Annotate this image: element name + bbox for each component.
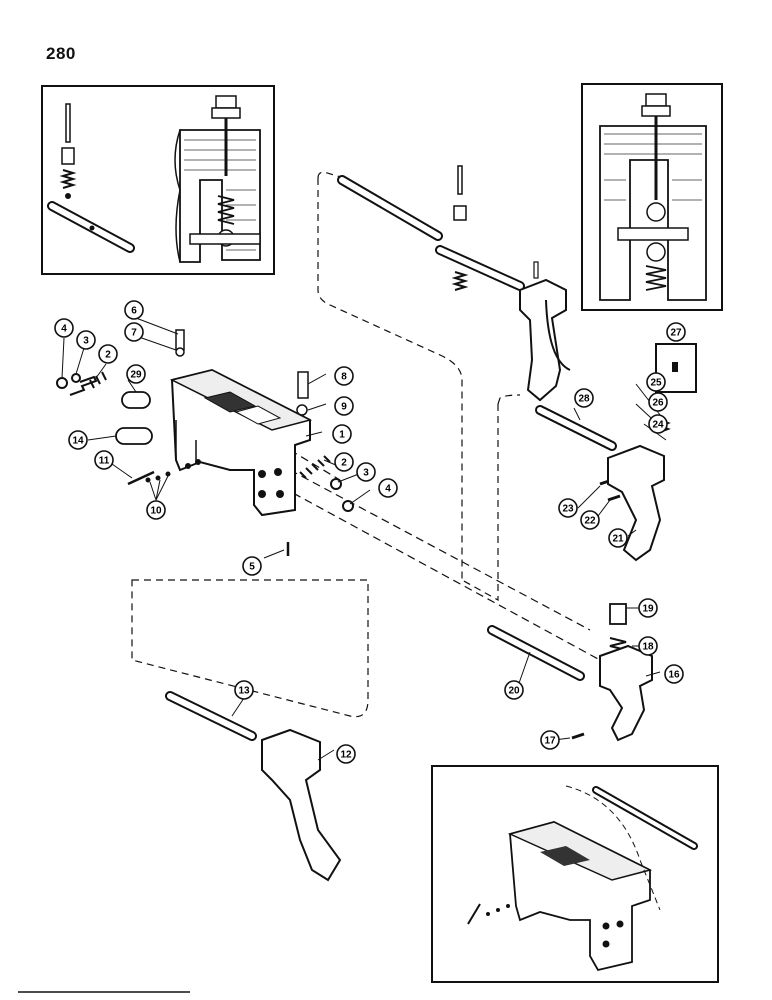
callout-c9: 9 xyxy=(334,396,354,416)
shifter-housing xyxy=(169,368,313,517)
callout-number: 3 xyxy=(83,336,89,347)
callout-c27: 27 xyxy=(666,322,686,342)
shift-forks xyxy=(261,278,665,882)
callout-c11: 11 xyxy=(94,450,114,470)
callout-number: 4 xyxy=(61,324,67,335)
callout-c14: 14 xyxy=(68,430,88,450)
inset-detent-section-left xyxy=(41,85,275,275)
callout-c22: 22 xyxy=(580,510,600,530)
callout-c1: 1 xyxy=(332,424,352,444)
callout-number: 25 xyxy=(650,378,662,389)
callout-c2a: 2 xyxy=(98,344,118,364)
callout-number: 17 xyxy=(544,736,556,747)
callout-number: 14 xyxy=(72,436,84,447)
callout-c19: 19 xyxy=(638,598,658,618)
callout-number: 28 xyxy=(578,394,590,405)
shift-rails xyxy=(165,175,617,741)
callout-c18: 18 xyxy=(638,636,658,656)
inset-assembled-view xyxy=(431,765,719,983)
callout-c4a: 4 xyxy=(54,318,74,338)
callout-c20: 20 xyxy=(504,680,524,700)
callout-number: 9 xyxy=(341,402,347,413)
leader-lines xyxy=(61,317,667,761)
callout-number: 16 xyxy=(668,670,680,681)
callout-number: 18 xyxy=(642,642,654,653)
callout-number: 1 xyxy=(339,430,345,441)
callout-number: 29 xyxy=(130,370,142,381)
callout-c29: 29 xyxy=(126,364,146,384)
callout-number: 3 xyxy=(363,468,369,479)
callout-c13: 13 xyxy=(234,680,254,700)
callout-number: 20 xyxy=(508,686,520,697)
callout-number: 13 xyxy=(238,686,250,697)
callout-number: 8 xyxy=(341,372,347,383)
callout-c4b: 4 xyxy=(378,478,398,498)
callout-c23: 23 xyxy=(558,498,578,518)
callout-number: 23 xyxy=(562,504,574,515)
callout-number: 21 xyxy=(612,534,624,545)
callout-number: 19 xyxy=(642,604,654,615)
callout-c24: 24 xyxy=(648,414,668,434)
callout-balloons: 1223344567891011121314161718192021222324… xyxy=(54,300,686,764)
callout-c10: 10 xyxy=(146,500,166,520)
callout-c12: 12 xyxy=(336,744,356,764)
callout-number: 22 xyxy=(584,516,596,527)
callout-c7: 7 xyxy=(124,322,144,342)
callout-number: 2 xyxy=(341,458,347,469)
callout-number: 24 xyxy=(652,420,664,431)
callout-number: 7 xyxy=(131,328,137,339)
callout-c5: 5 xyxy=(242,556,262,576)
callout-c6: 6 xyxy=(124,300,144,320)
callout-number: 5 xyxy=(249,562,255,573)
callout-c8: 8 xyxy=(334,366,354,386)
callout-c17: 17 xyxy=(540,730,560,750)
callout-c26: 26 xyxy=(648,392,668,412)
inset-detent-section-right xyxy=(581,83,723,311)
page-number: 280 xyxy=(46,44,76,63)
callout-number: 26 xyxy=(652,398,664,409)
callout-c3a: 3 xyxy=(76,330,96,350)
callout-c28: 28 xyxy=(574,388,594,408)
callout-c2b: 2 xyxy=(334,452,354,472)
callout-number: 2 xyxy=(105,350,111,361)
callout-number: 12 xyxy=(340,750,352,761)
callout-c3b: 3 xyxy=(356,462,376,482)
callout-number: 27 xyxy=(670,328,682,339)
callout-c16: 16 xyxy=(664,664,684,684)
callout-number: 11 xyxy=(99,456,110,467)
callout-c21: 21 xyxy=(608,528,628,548)
callout-c25: 25 xyxy=(646,372,666,392)
callout-number: 4 xyxy=(385,484,391,495)
callout-number: 6 xyxy=(131,306,137,317)
callout-number: 10 xyxy=(150,506,162,517)
